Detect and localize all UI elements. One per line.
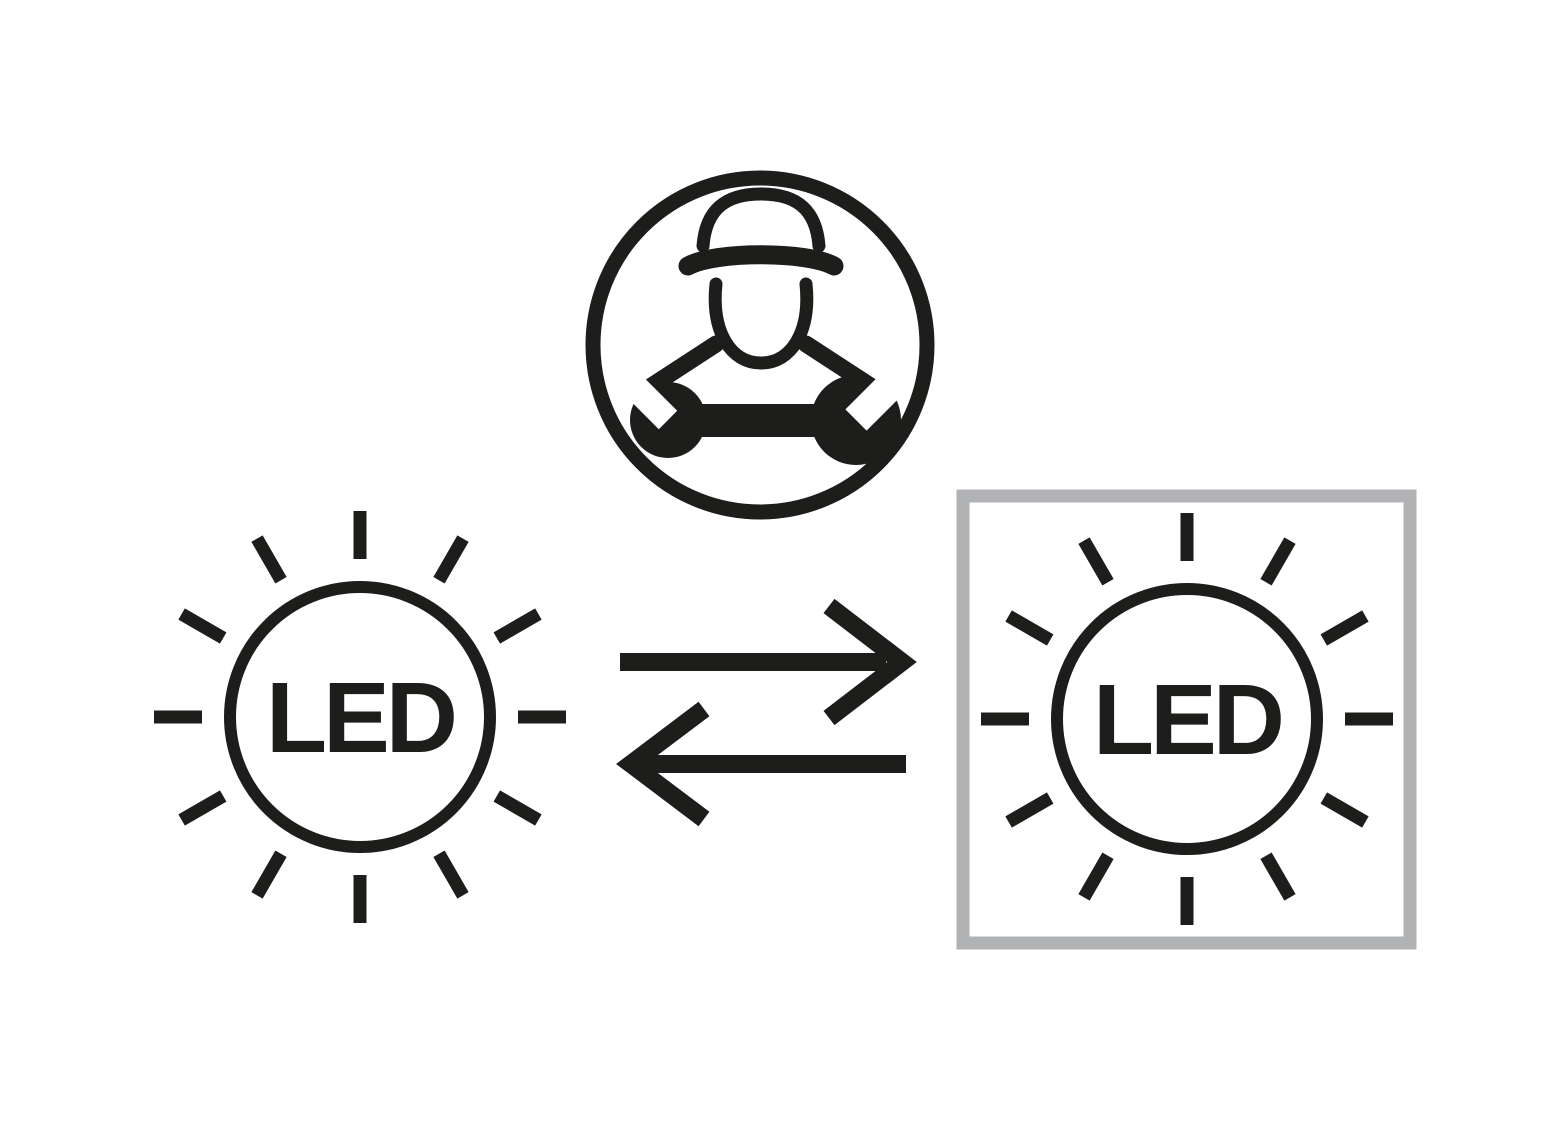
shoulder-left — [641, 335, 725, 396]
arrow-left-icon — [616, 701, 906, 827]
technician-circle — [585, 170, 935, 520]
arrow-right-icon — [620, 598, 917, 726]
led-label-left: LED — [266, 662, 455, 774]
arrow-right-head — [823, 598, 917, 726]
cap-brim — [678, 245, 844, 276]
led-label-right: LED — [1093, 664, 1282, 776]
replacement-frame — [956, 489, 1417, 950]
wrench-jaw-slot-right — [845, 361, 915, 431]
led-lamp-old: LED — [154, 511, 566, 923]
face-outline — [708, 277, 814, 370]
led-lamp-new: LED — [956, 489, 1417, 950]
exchange-arrows-icon — [616, 598, 917, 827]
technician-badge — [585, 170, 935, 520]
wrench-icon — [616, 361, 915, 465]
wrench-jaw-slot-left — [616, 368, 678, 430]
technician-icon — [641, 187, 881, 396]
arrow-left-head — [616, 701, 710, 827]
cap-dome — [696, 187, 826, 253]
